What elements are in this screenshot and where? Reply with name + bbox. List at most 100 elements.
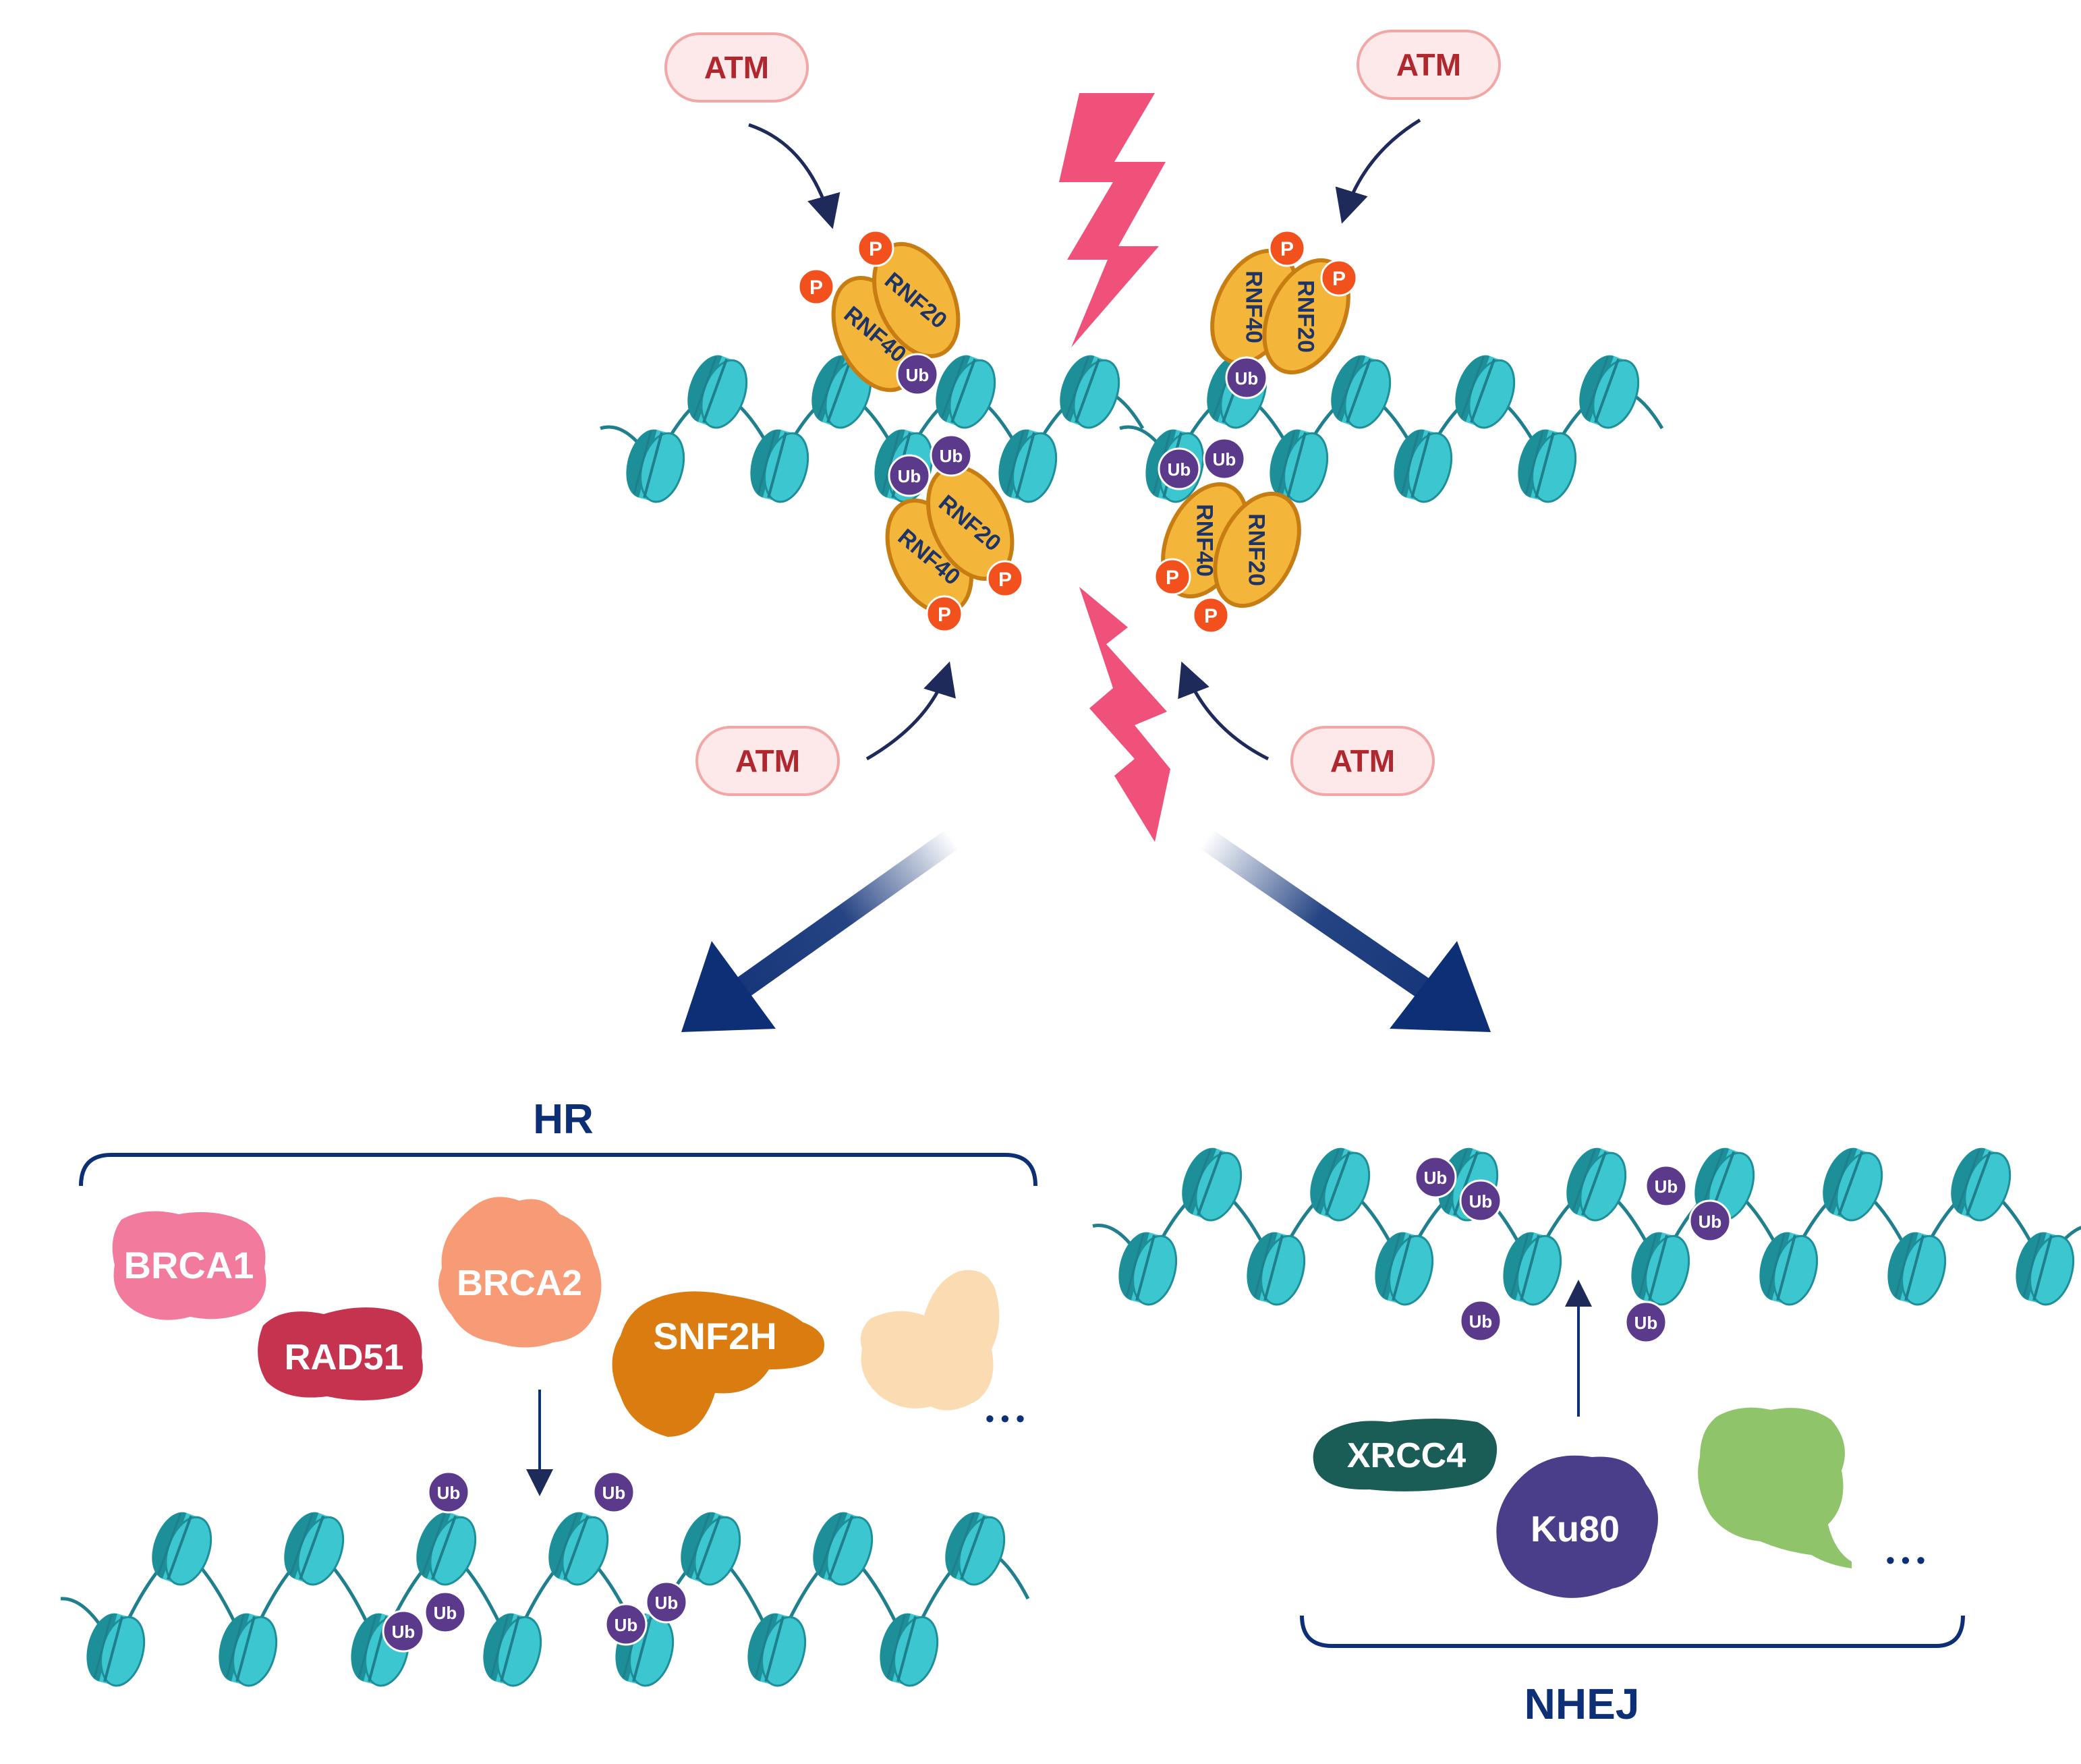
nucleosome-icon bbox=[1579, 355, 1640, 429]
unknown-hr-protein bbox=[860, 1270, 1000, 1411]
atm-label: ATM bbox=[704, 50, 769, 85]
ubiquitin-marker: Ub bbox=[1459, 1179, 1502, 1222]
nucleosome-icon bbox=[747, 1613, 807, 1687]
nucleosome-icon bbox=[936, 355, 996, 429]
nucleosome-icon bbox=[681, 1512, 741, 1586]
phospho-marker: P bbox=[1192, 596, 1230, 634]
nhej-bracket bbox=[1300, 1615, 1965, 1648]
nucleosome-icon bbox=[1503, 1232, 1562, 1306]
nucleosome-icon bbox=[1455, 355, 1516, 429]
nucleosome-icon bbox=[1631, 1232, 1690, 1306]
phospho-marker: P bbox=[1153, 558, 1191, 596]
atm-kinase-pill: ATM bbox=[664, 32, 809, 103]
rnf20-subunit: RNF20 bbox=[872, 241, 961, 358]
dsb-lightning-icon bbox=[1079, 587, 1170, 842]
ubiquitin-marker: Ub bbox=[592, 1471, 635, 1514]
ubiquitin-marker: Ub bbox=[1414, 1156, 1457, 1199]
rnf40-label: RNF40 bbox=[1191, 504, 1217, 577]
pathway-arrow-right bbox=[1201, 830, 1491, 1032]
nucleosome-icon bbox=[1375, 1232, 1434, 1306]
p-label: P bbox=[809, 277, 823, 299]
rad51-protein: RAD51 bbox=[258, 1307, 423, 1400]
p-label: P bbox=[998, 569, 1012, 591]
hr-ellipsis: • • • bbox=[986, 1404, 1025, 1432]
rad51-label: RAD51 bbox=[284, 1337, 403, 1377]
ub-label: Ub bbox=[1469, 1311, 1493, 1332]
nucleosome-icon bbox=[626, 429, 685, 503]
rnf20-subunit: RNF20 bbox=[926, 464, 1015, 581]
nucleosome-icon bbox=[1060, 355, 1120, 429]
nucleosome-icon bbox=[813, 1512, 874, 1586]
nucleosome-icon bbox=[1566, 1147, 1627, 1222]
phospho-marker: P bbox=[857, 229, 894, 267]
brca2-protein: BRCA2 bbox=[438, 1197, 602, 1348]
ub-label: Ub bbox=[940, 446, 963, 466]
atm-arrow bbox=[1335, 118, 1421, 224]
p-label: P bbox=[1280, 238, 1294, 260]
ubiquitin-marker: Ub bbox=[896, 353, 939, 396]
nucleosome-icon bbox=[1310, 1147, 1371, 1222]
xrcc4-protein: XRCC4 bbox=[1313, 1419, 1498, 1491]
ub-label: Ub bbox=[437, 1483, 461, 1503]
p-label: P bbox=[1166, 567, 1179, 589]
ubiquitin-marker: Ub bbox=[645, 1581, 688, 1624]
nucleosome-icon bbox=[284, 1512, 345, 1586]
brca1-label: BRCA1 bbox=[124, 1244, 254, 1286]
nucleosome-icon bbox=[152, 1512, 212, 1586]
ub-label: Ub bbox=[1424, 1168, 1448, 1188]
atm-arrow bbox=[1178, 661, 1270, 761]
p-label: P bbox=[1332, 268, 1346, 290]
ub-label: Ub bbox=[1213, 449, 1236, 470]
nucleosome-icon bbox=[1759, 1232, 1819, 1306]
ub-label: Ub bbox=[1235, 368, 1259, 389]
p-label: P bbox=[1204, 605, 1218, 627]
atm-kinase-pill: ATM bbox=[695, 726, 840, 796]
atm-arrow bbox=[748, 123, 840, 229]
nucleosome-icon bbox=[1951, 1147, 2012, 1222]
p-label: P bbox=[938, 604, 951, 626]
phospho-marker: P bbox=[986, 560, 1024, 598]
atm-label: ATM bbox=[735, 743, 800, 778]
hr-bracket bbox=[79, 1153, 1037, 1187]
nucleosome-icon bbox=[880, 1613, 939, 1687]
nhej-ellipsis: • • • bbox=[1886, 1546, 1925, 1574]
nucleosome-icon bbox=[945, 1512, 1006, 1586]
ub-label: Ub bbox=[1168, 459, 1191, 480]
brca2-label: BRCA2 bbox=[457, 1263, 582, 1303]
ub-label: Ub bbox=[1634, 1313, 1658, 1333]
ubiquitin-marker: Ub bbox=[1624, 1301, 1667, 1344]
nucleosome-icon bbox=[416, 1512, 477, 1586]
rnf40-label: RNF40 bbox=[1241, 271, 1266, 343]
ub-label: Ub bbox=[1469, 1191, 1493, 1212]
nucleosome-icon bbox=[998, 429, 1058, 503]
nucleosome-icon bbox=[1518, 429, 1577, 503]
ubiquitin-marker: Ub bbox=[888, 454, 931, 497]
rnf20-label: RNF20 bbox=[1244, 513, 1270, 586]
pathway-arrow-left bbox=[681, 830, 958, 1032]
p-label: P bbox=[869, 238, 882, 260]
atm-label: ATM bbox=[1396, 47, 1461, 82]
ub-label: Ub bbox=[392, 1622, 416, 1642]
snf2h-protein: SNF2H bbox=[612, 1291, 824, 1437]
ub-label: Ub bbox=[1699, 1212, 1722, 1232]
ubiquitin-marker: Ub bbox=[427, 1471, 470, 1514]
ubiquitin-marker: Ub bbox=[382, 1610, 425, 1653]
nucleosome-icon bbox=[1247, 1232, 1306, 1306]
phospho-marker: P bbox=[925, 595, 963, 633]
nucleosome-icon bbox=[687, 355, 748, 429]
hr-label: HR bbox=[533, 1096, 594, 1143]
rnf20-label: RNF20 bbox=[1293, 280, 1319, 353]
rnf20-subunit: RNF20 bbox=[1213, 491, 1301, 608]
snf2h-label: SNF2H bbox=[653, 1315, 777, 1357]
phospho-marker: P bbox=[1320, 259, 1358, 297]
ub-label: Ub bbox=[602, 1483, 626, 1503]
ku80-protein: Ku80 bbox=[1496, 1455, 1658, 1598]
nucleosome-icon bbox=[483, 1613, 542, 1687]
atm-kinase-pill: ATM bbox=[1357, 30, 1501, 100]
nucleosome-icon bbox=[1394, 429, 1453, 503]
dsb-lightning-icon bbox=[1059, 93, 1166, 347]
brca1-protein: BRCA1 bbox=[112, 1211, 266, 1320]
